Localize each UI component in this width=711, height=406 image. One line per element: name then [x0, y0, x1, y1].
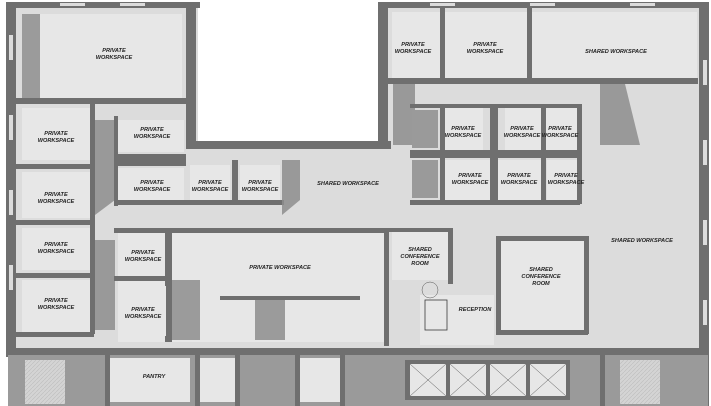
right-grid-offices: [410, 104, 582, 205]
room-label-8: PRIVATE: [44, 298, 68, 304]
room-label-30: WORKSPACE: [445, 133, 482, 139]
room-label-39: PRIVATE: [554, 173, 578, 179]
label-reception: RECEPTION: [459, 307, 493, 313]
room-label-42: SHARED: [408, 247, 432, 253]
room-label-37: PRIVATE: [507, 173, 531, 179]
label-private-workspace-central: PRIVATE WORKSPACE: [249, 265, 311, 271]
room-label-47: ROOM: [532, 281, 550, 287]
room-label-45: SHARED: [529, 267, 553, 273]
room-label-25: WORKSPACE: [395, 49, 432, 55]
room-labels: PRIVATE WORKSPACE PRIVATE WORKSPACE PRIV…: [38, 42, 673, 380]
room-label-40: WORKSPACE: [548, 180, 585, 186]
room-label-20: WORKSPACE: [125, 257, 162, 263]
room-label-9: WORKSPACE: [38, 305, 75, 311]
room-label-17: WORKSPACE: [242, 187, 279, 193]
room-label-29: PRIVATE: [451, 126, 475, 132]
room-label-43: CONFERENCE: [400, 254, 439, 260]
room-label-3: WORKSPACE: [38, 138, 75, 144]
label-shared-workspace-top: SHARED WORKSPACE: [585, 49, 647, 55]
room-label-7: WORKSPACE: [38, 249, 75, 255]
room-label-24: PRIVATE: [401, 42, 425, 48]
window-notches: [9, 3, 707, 325]
room-label-15: WORKSPACE: [192, 187, 229, 193]
room-label-22: WORKSPACE: [125, 314, 162, 320]
room-label-12: PRIVATE: [140, 180, 164, 186]
room-label-5: WORKSPACE: [38, 199, 75, 205]
room-label-19: PRIVATE: [131, 250, 155, 256]
room-label-35: PRIVATE: [458, 173, 482, 179]
room-label-32: WORKSPACE: [504, 133, 541, 139]
room-label-2: PRIVATE: [44, 131, 68, 137]
label-private-top-a: PRIVATE: [102, 48, 126, 54]
room-label-16: PRIVATE: [248, 180, 272, 186]
label-shared-workspace-right: SHARED WORKSPACE: [611, 238, 673, 244]
room-label-11: WORKSPACE: [134, 134, 171, 140]
right-upper-offices: [388, 8, 698, 145]
room-label-31: PRIVATE: [510, 126, 534, 132]
room-label-44: ROOM: [411, 261, 429, 267]
room-label-46: CONFERENCE: [521, 274, 560, 280]
room-label-38: WORKSPACE: [501, 180, 538, 186]
label-pantry: PANTRY: [143, 374, 167, 380]
room-label-10: PRIVATE: [140, 127, 164, 133]
room-label-4: PRIVATE: [44, 192, 68, 198]
room-label-33: PRIVATE: [548, 126, 572, 132]
room-label-26: PRIVATE: [473, 42, 497, 48]
central-block: [114, 228, 389, 346]
label-shared-workspace-center: SHARED WORKSPACE: [317, 181, 379, 187]
room-label-36: WORKSPACE: [452, 180, 489, 186]
room-label-34: WORKSPACE: [542, 133, 579, 139]
room-label-21: PRIVATE: [131, 307, 155, 313]
room-label-6: PRIVATE: [44, 242, 68, 248]
center-left-rooms: [114, 116, 300, 215]
room-label-27: WORKSPACE: [467, 49, 504, 55]
service-strip: [8, 355, 708, 406]
room-top-left: [16, 14, 191, 104]
conference-area: [388, 228, 589, 345]
left-private-rooms: [16, 104, 115, 337]
room-label-13: WORKSPACE: [134, 187, 171, 193]
label-private-top-b: WORKSPACE: [96, 55, 133, 61]
room-label-14: PRIVATE: [198, 180, 222, 186]
